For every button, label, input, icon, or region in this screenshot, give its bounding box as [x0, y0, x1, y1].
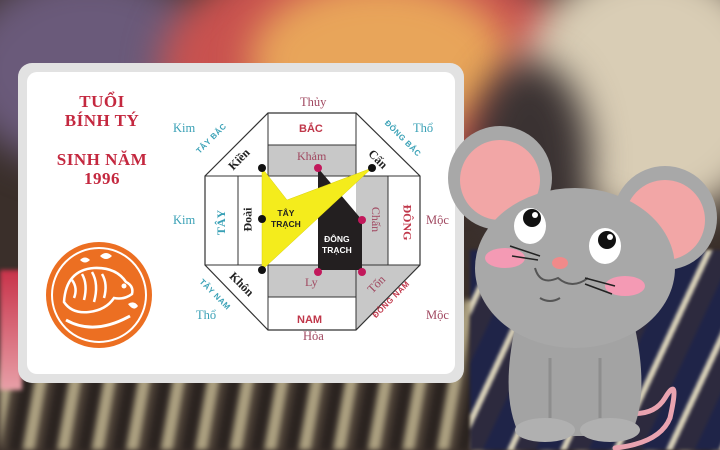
element-left-label: Kim [173, 213, 196, 227]
element-bottom-right-label: Mộc [426, 308, 449, 322]
title-line: SINH NĂM [56, 150, 148, 169]
cartoon-mouse-icon [448, 126, 717, 450]
title-line: 1996 [84, 169, 120, 188]
trigram-doai: Đoài [240, 207, 255, 232]
element-top-left-label: Kim [173, 121, 196, 135]
direction-east: ĐÔNG [400, 204, 415, 241]
title-line: TUỔI [79, 92, 125, 111]
direction-west: TÂY [214, 209, 229, 236]
bg-red-strip [0, 270, 22, 390]
element-right-label: Mộc [426, 213, 449, 227]
direction-north: BẮC [299, 123, 323, 135]
element-bottom-left-label: Thổ [196, 308, 217, 322]
trigram-chan: Chấn [369, 206, 384, 233]
trigram-kham: Khảm [297, 149, 327, 163]
bagua-diagram [204, 112, 421, 331]
card-title: TUỔI BÍNH TÝ [27, 92, 177, 130]
title-line: BÍNH TÝ [64, 111, 140, 130]
element-top-label: Thủy [300, 95, 327, 109]
element-bottom-label: Hỏa [303, 329, 324, 343]
west-group-label: TÂY TRẠCH [271, 208, 301, 229]
trigram-ly: Ly [305, 275, 318, 289]
element-top-right-label: Thổ [413, 121, 434, 135]
east-group-label: ĐÔNG TRẠCH [322, 234, 352, 255]
info-card: TUỔI BÍNH TÝ SINH NĂM 1996 [18, 63, 464, 383]
info-card-body: TUỔI BÍNH TÝ SINH NĂM 1996 [27, 72, 455, 374]
rat-papercut-icon [46, 242, 152, 348]
birth-year: SINH NĂM 1996 [27, 150, 177, 188]
direction-south: NAM [297, 314, 323, 326]
